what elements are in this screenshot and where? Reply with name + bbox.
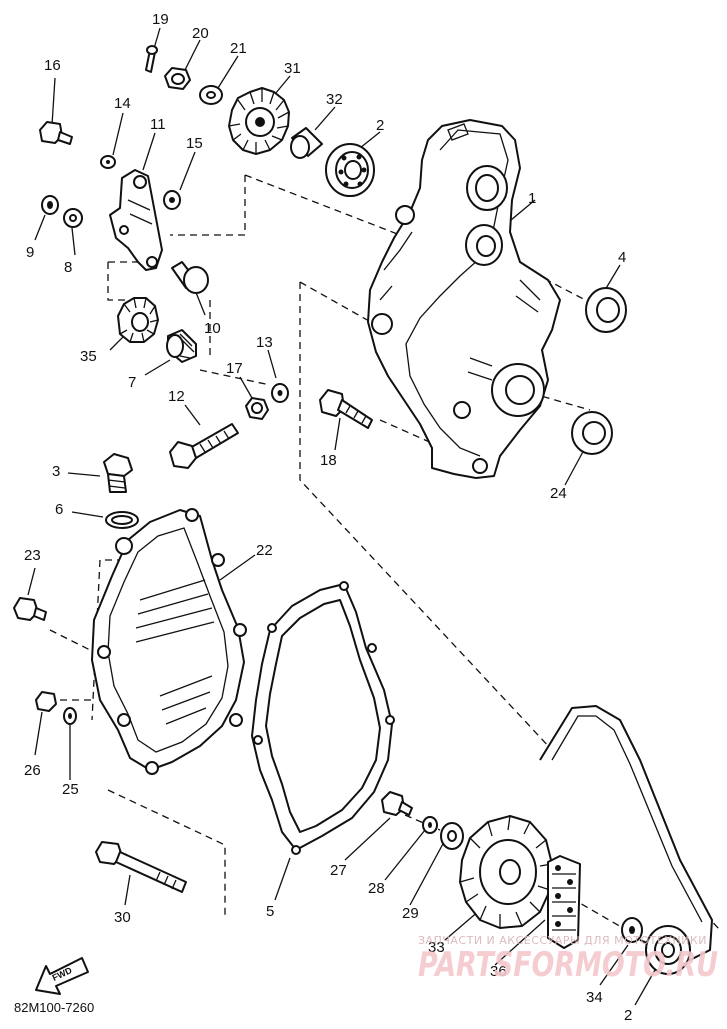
callout-15: 15 (186, 135, 203, 152)
callout-4: 4 (618, 249, 626, 266)
part-1-housing (367, 119, 561, 479)
callout-14: 14 (114, 95, 131, 112)
callout-13: 13 (256, 334, 273, 351)
callout-23: 23 (24, 547, 41, 564)
part-4-oil-seal (585, 287, 627, 333)
part-14-washer (100, 155, 116, 169)
callout-29: 29 (402, 905, 419, 922)
fwd-arrow: FWD (35, 957, 89, 995)
part-16-bolt (39, 121, 73, 145)
callout-33: 33 (428, 939, 445, 956)
part-20-nut (164, 67, 191, 90)
part-26-bolt (35, 691, 57, 712)
part-29-washer (440, 822, 464, 850)
callout-17: 17 (226, 360, 243, 377)
callout-16: 16 (44, 57, 61, 74)
part-27-bolt (381, 791, 413, 816)
callout-20: 20 (192, 25, 209, 42)
part-8-washer (63, 208, 83, 228)
callout-18: 18 (320, 452, 337, 469)
callout-19: 19 (152, 11, 169, 28)
callout-26: 26 (24, 762, 41, 779)
callout-12: 12 (168, 388, 185, 405)
callout-11: 11 (150, 116, 166, 133)
callout-6: 6 (55, 501, 63, 518)
part-2-bearing-upper (325, 143, 375, 197)
part-25-washer (63, 707, 77, 725)
callout-5: 5 (266, 903, 274, 920)
callout-9: 9 (26, 244, 34, 261)
watermark: ЗАПЧАСТИ И АКСЕССУАРЫ ДЛЯ МОТОТЕХНИКИ PA… (418, 934, 718, 985)
part-34-collar (621, 917, 643, 943)
part-28-washer (422, 816, 438, 834)
callout-30: 30 (114, 909, 131, 926)
callout-32: 32 (326, 91, 343, 108)
part-24-oil-seal (571, 411, 613, 455)
parts: FWD (13, 45, 713, 995)
callout-24: 24 (550, 485, 567, 502)
part-32-collar (290, 127, 323, 159)
part-22-outer-cover (91, 508, 247, 775)
part-33-sprocket (459, 815, 553, 929)
callout-36: 36 (490, 963, 507, 980)
part-7-needle-bearing (166, 329, 197, 363)
part-21-washer (199, 85, 223, 105)
part-18-bolt (319, 389, 373, 429)
callout-labels: 1 2 3 4 5 6 7 8 9 10 11 12 13 14 15 16 1… (24, 11, 632, 1024)
watermark-caption: ЗАПЧАСТИ И АКСЕССУАРЫ ДЛЯ МОТОТЕХНИКИ (418, 934, 707, 947)
callout-8: 8 (64, 259, 72, 276)
callout-34: 34 (586, 989, 603, 1006)
part-12-bolt (169, 423, 239, 469)
drawing-code: 82M100-7260 (14, 1000, 94, 1015)
callout-25: 25 (62, 781, 79, 798)
callout-27: 27 (330, 862, 347, 879)
part-11-bracket (109, 169, 163, 271)
callout-31: 31 (284, 60, 301, 77)
part-13-washer (271, 383, 289, 403)
callout-35: 35 (80, 348, 97, 365)
callout-2-lower: 2 (624, 1007, 632, 1024)
callout-3: 3 (52, 463, 60, 480)
callout-21: 21 (230, 40, 247, 57)
part-10-pin (171, 261, 209, 294)
part-6-o-ring (105, 511, 139, 529)
callout-10: 10 (204, 320, 221, 337)
callout-22: 22 (256, 542, 273, 559)
part-30-bolt (95, 841, 187, 893)
callout-7: 7 (128, 374, 136, 391)
part-2-bearing-lower (645, 925, 691, 975)
part-15-collar (163, 190, 181, 210)
callout-2-upper: 2 (376, 117, 384, 134)
part-31-sprocket (228, 87, 290, 155)
callout-1: 1 (528, 190, 536, 207)
watermark-brand: PARTSFORMOTO.RU (418, 945, 718, 985)
part-35-gear (117, 297, 159, 343)
part-3-filler-plug (103, 453, 133, 493)
part-5-gasket (251, 581, 395, 855)
part-9-circlip (41, 195, 59, 215)
part-17-nut (245, 397, 269, 420)
part-19-cotter-pin (145, 45, 158, 73)
callout-28: 28 (368, 880, 385, 897)
part-23-bolt (13, 597, 47, 621)
